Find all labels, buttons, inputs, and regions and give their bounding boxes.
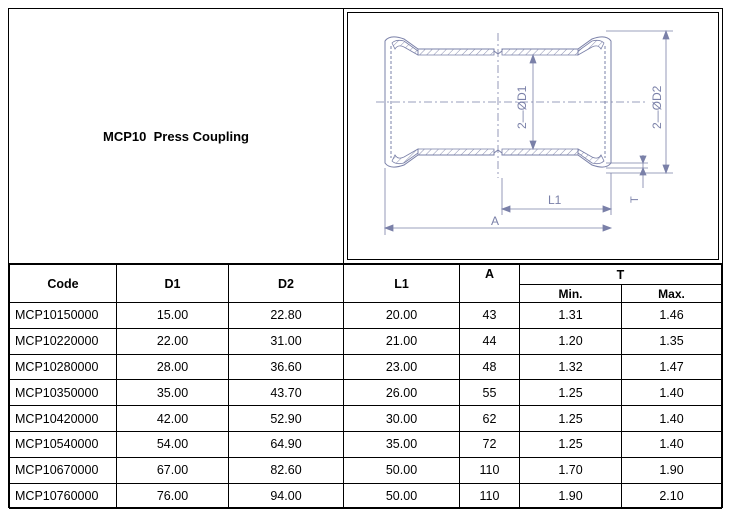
cell-a: 43 [459,302,520,329]
cell-d2: 82.60 [228,456,344,484]
cell-l1: 20.00 [343,302,460,329]
table-subheader-row: Min. Max. [10,284,722,303]
cell-code: MCP10350000 [9,379,117,407]
cell-code: MCP10420000 [9,405,117,432]
cell-t-max: 1.46 [621,302,722,329]
title-cell: MCP10 Press Coupling [9,9,344,263]
cell-t-min: 1.20 [519,327,622,355]
cell-t-max: 2.10 [621,482,722,510]
table-row: MCP10350000 35.00 43.70 26.00 55 1.25 1.… [9,379,722,407]
table-row: MCP10280000 28.00 36.60 23.00 48 1.32 1.… [9,353,722,381]
cell-d2: 43.70 [228,379,344,407]
cell-d1: 54.00 [116,430,229,458]
cell-a: 55 [459,379,520,407]
l1-dimension [500,173,613,215]
table-header-row: Code D1 D2 L1 A T [9,264,722,303]
dimensions-table: Code D1 D2 L1 A T Min. Max. MCP10150000 … [9,264,722,510]
cell-d1: 22.00 [116,327,229,355]
d1-dimension [529,53,537,151]
a-dimension [383,168,613,235]
centre-lines [376,33,648,178]
cell-d2: 31.00 [228,327,344,355]
d1-label: 2—ØD1 [515,85,529,129]
t-label: T [629,196,641,203]
cell-a: 62 [459,405,520,432]
table-row: MCP10220000 22.00 31.00 21.00 44 1.20 1.… [9,327,722,355]
cell-a: 48 [459,353,520,381]
spec-sheet: MCP10 Press Coupling [8,8,723,510]
cell-t-min: 1.25 [519,379,622,407]
table-row: MCP10420000 42.00 52.90 30.00 62 1.25 1.… [9,405,722,432]
product-title: MCP10 Press Coupling [103,128,249,144]
table-row: MCP10540000 54.00 64.90 35.00 72 1.25 1.… [9,430,722,458]
cell-t-max: 1.35 [621,327,722,355]
cell-l1: 50.00 [343,456,460,484]
cell-t-max: 1.40 [621,379,722,407]
cell-t-max: 1.40 [621,405,722,432]
cell-d1: 76.00 [116,482,229,510]
cell-a: 72 [459,430,520,458]
wall-hatching [391,39,605,165]
cell-t-min: 1.90 [519,482,622,510]
header-t-max: Max. [621,284,722,303]
cell-d1: 42.00 [116,405,229,432]
cell-code: MCP10280000 [9,353,117,381]
header-t-min: Min. [519,284,622,303]
header-d2: D2 [228,264,344,303]
cell-a: 110 [459,482,520,510]
cell-d1: 67.00 [116,456,229,484]
cell-t-min: 1.70 [519,456,622,484]
cell-d2: 64.90 [228,430,344,458]
header-code: Code [9,264,117,303]
cell-d2: 94.00 [228,482,344,510]
cell-d2: 36.60 [228,353,344,381]
cell-l1: 23.00 [343,353,460,381]
cell-l1: 26.00 [343,379,460,407]
header-t: T [519,264,722,285]
cell-code: MCP10220000 [9,327,117,355]
header-l1: L1 [343,264,460,303]
table-row: MCP10760000 76.00 94.00 50.00 110 1.90 2… [9,482,722,510]
cell-t-min: 1.32 [519,353,622,381]
cell-l1: 35.00 [343,430,460,458]
cell-d1: 35.00 [116,379,229,407]
a-label: A [491,214,499,228]
d2-dimension [606,29,673,175]
cell-t-max: 1.47 [621,353,722,381]
cell-code: MCP10150000 [9,302,117,329]
table-row: MCP10150000 15.00 22.80 20.00 43 1.31 1.… [9,302,722,329]
l1-label: L1 [548,193,562,207]
cell-code: MCP10760000 [9,482,117,510]
cell-t-min: 1.25 [519,405,622,432]
cell-t-min: 1.25 [519,430,622,458]
cell-l1: 21.00 [343,327,460,355]
t-dimension [606,155,648,188]
cell-t-min: 1.31 [519,302,622,329]
cell-d2: 22.80 [228,302,344,329]
cell-l1: 30.00 [343,405,460,432]
cell-t-max: 1.40 [621,430,722,458]
drawing-frame: 2—ØD1 2—ØD2 [347,12,719,260]
coupling-drawing: 2—ØD1 2—ØD2 [376,29,673,235]
cell-code: MCP10670000 [9,456,117,484]
cell-a: 44 [459,327,520,355]
cell-code: MCP10540000 [9,430,117,458]
header-d1: D1 [116,264,229,303]
cell-d2: 52.90 [228,405,344,432]
table-row: MCP10670000 67.00 82.60 50.00 110 1.70 1… [9,456,722,484]
cell-a: 110 [459,456,520,484]
cell-d1: 15.00 [116,302,229,329]
header-section: MCP10 Press Coupling [9,9,722,264]
drawing-cell: 2—ØD1 2—ØD2 [344,9,722,263]
cell-t-max: 1.90 [621,456,722,484]
d2-label: 2—ØD2 [650,85,664,129]
cell-l1: 50.00 [343,482,460,510]
header-a: A [459,264,520,303]
cell-d1: 28.00 [116,353,229,381]
